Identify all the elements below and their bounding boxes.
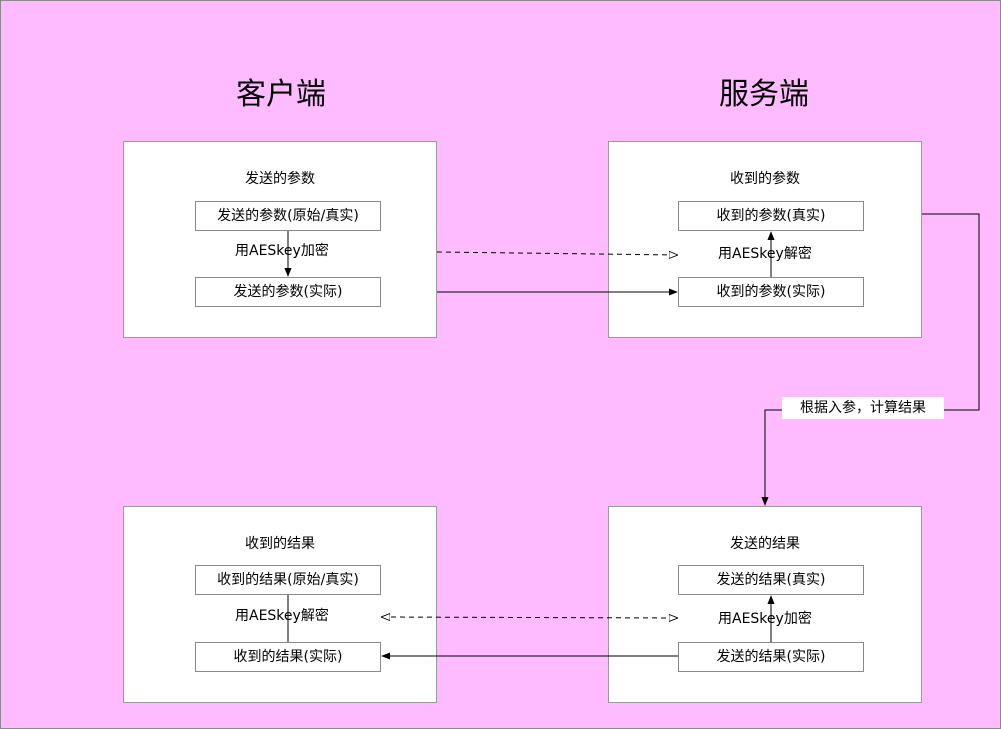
client-heading: 客户端 — [236, 77, 326, 112]
server-send-container: 发送的结果 — [608, 506, 922, 703]
compute-result-label: 根据入参，计算结果 — [782, 397, 944, 419]
client-receive-original-node: 收到的结果(原始/真实) — [195, 565, 381, 595]
server-receive-container: 收到的参数 — [608, 141, 922, 338]
client-send-actual-node: 发送的参数(实际) — [195, 277, 381, 307]
server-receive-real-node: 收到的参数(真实) — [678, 201, 864, 231]
server-encrypt-label: 用AESkey加密 — [718, 611, 812, 627]
server-receive-title: 收到的参数 — [730, 171, 800, 187]
server-send-title: 发送的结果 — [730, 536, 800, 552]
server-send-actual-node: 发送的结果(实际) — [678, 642, 864, 672]
client-encrypt-label: 用AESkey加密 — [235, 243, 329, 259]
server-send-real-node: 发送的结果(真实) — [678, 565, 864, 595]
client-send-original-node: 发送的参数(原始/真实) — [195, 201, 381, 231]
client-send-container: 发送的参数 — [123, 141, 437, 338]
client-send-title: 发送的参数 — [245, 171, 315, 187]
client-decrypt-label: 用AESkey解密 — [235, 608, 329, 624]
server-receive-actual-node: 收到的参数(实际) — [678, 277, 864, 307]
client-receive-title: 收到的结果 — [245, 536, 315, 552]
client-receive-container: 收到的结果 — [123, 506, 437, 703]
server-decrypt-label: 用AESkey解密 — [718, 246, 812, 262]
client-receive-actual-node: 收到的结果(实际) — [195, 642, 381, 672]
server-heading: 服务端 — [719, 77, 809, 112]
